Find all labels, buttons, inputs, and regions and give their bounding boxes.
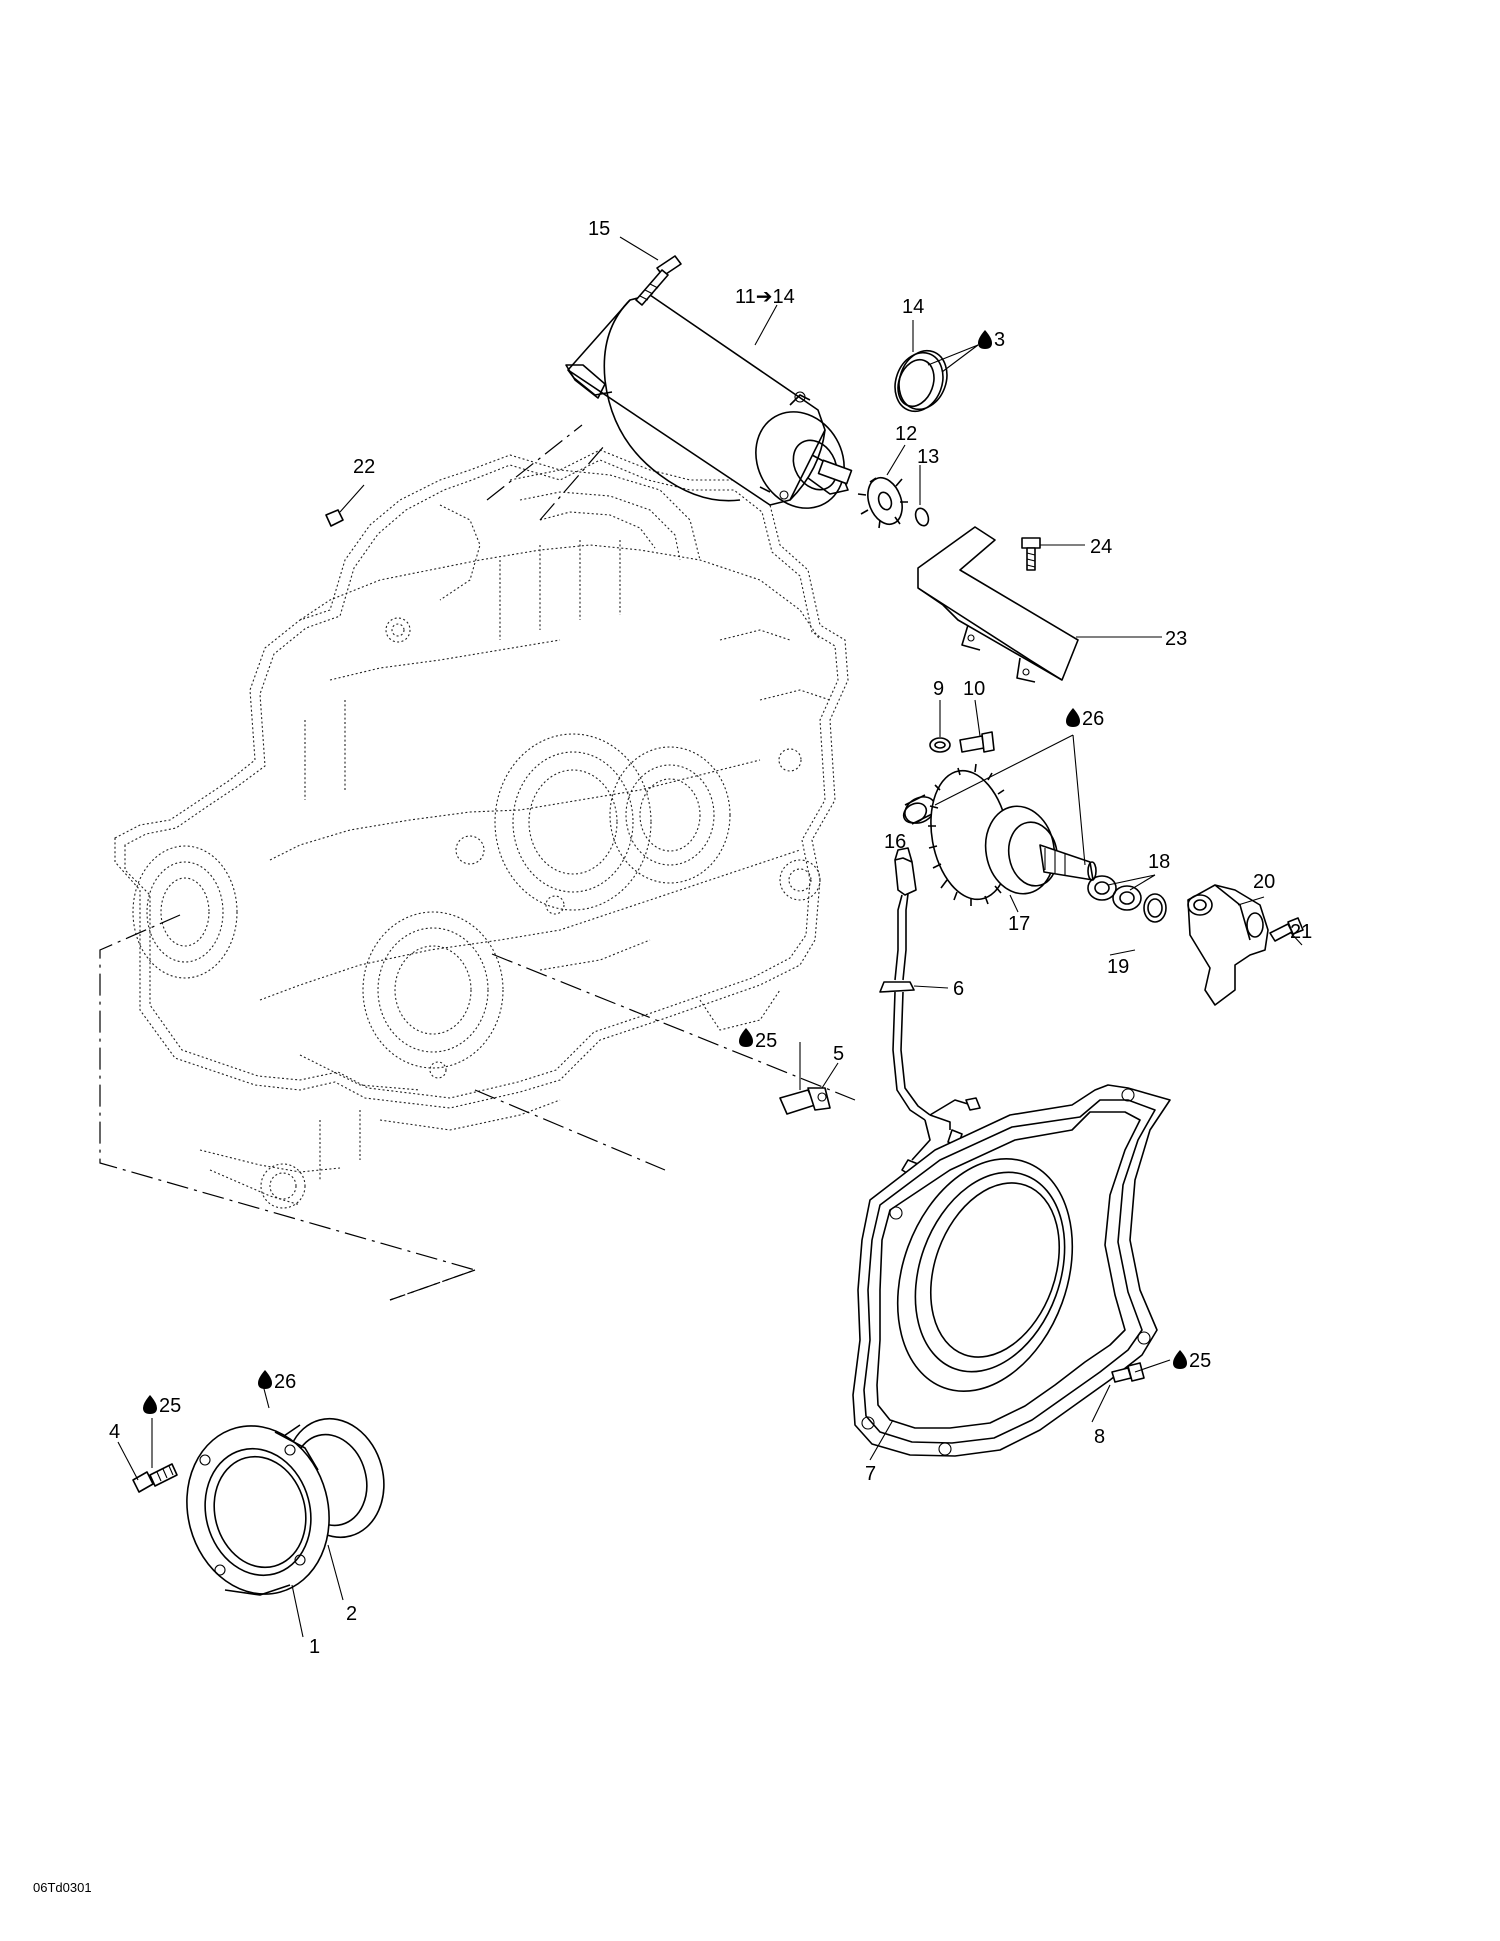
callout-labels: 15 11➔14 14 3 12 13 22 24 23 9 10 26 16 … [109,218,1312,1658]
callout-15: 15 [588,218,610,240]
bolt-15 [635,255,682,306]
callout-9: 9 [933,678,944,700]
lubricant-drop-icons [143,330,1187,1414]
drop-icon [143,1395,157,1414]
callout-25-bolt4: 25 [159,1395,181,1417]
drive-gear-17 [928,763,1097,906]
callout-1: 1 [309,1636,320,1658]
callout-10: 10 [963,678,985,700]
callout-14: 14 [902,296,924,318]
dowel-22 [325,509,344,527]
thrust-washers-18 [1087,875,1142,911]
callout-19: 19 [1107,956,1129,978]
bolt-24 [1021,537,1041,571]
callout-12: 12 [895,423,917,445]
callout-2: 2 [346,1603,357,1625]
callout-3: 3 [994,329,1005,351]
bolt-10 [959,731,995,753]
callout-11-14: 11➔14 [735,286,795,308]
bolt-21 [1269,917,1304,942]
drop-icon [1173,1350,1187,1369]
callout-6: 6 [953,978,964,1000]
heat-shield-23 [917,526,1079,683]
callout-17: 17 [1008,913,1030,935]
callout-25-cover: 25 [1189,1350,1211,1372]
housing-flange-1 [186,1425,330,1596]
retaining-ring-13 [914,507,930,527]
callout-16: 16 [884,831,906,853]
callout-18: 18 [1148,851,1170,873]
starter-cover-7 [852,1084,1171,1457]
leader-lines [117,236,1303,1638]
callout-25-plug: 25 [755,1030,777,1052]
callout-26-seal: 26 [274,1371,296,1393]
callout-8: 8 [1094,1426,1105,1448]
bolt-4 [132,1463,178,1493]
callout-13: 13 [917,446,939,468]
callout-20: 20 [1253,871,1275,893]
crankcase-drawing [114,449,849,1209]
alignment-lines [99,424,856,1301]
drop-icon [978,330,992,349]
callout-7: 7 [865,1463,876,1485]
drop-icon [1066,708,1080,727]
callout-5: 5 [833,1043,844,1065]
o-ring-14 [894,349,948,413]
plug-5 [779,1087,831,1115]
drop-icon [739,1028,753,1047]
starter-motor [565,294,853,509]
callout-4: 4 [109,1421,120,1443]
washer-19 [1143,893,1167,923]
pinion-gear-12 [857,476,908,529]
bearing-16 [902,794,936,825]
callout-22: 22 [353,456,375,478]
support-bracket-20 [1187,884,1269,1006]
washer-9 [929,737,951,753]
callout-23: 23 [1165,628,1187,650]
drawing-code: 06Td0301 [33,1880,92,1895]
callout-21: 21 [1290,921,1312,943]
callout-24: 24 [1090,536,1112,558]
drop-icon [258,1370,272,1389]
callout-26-gear: 26 [1082,708,1104,730]
